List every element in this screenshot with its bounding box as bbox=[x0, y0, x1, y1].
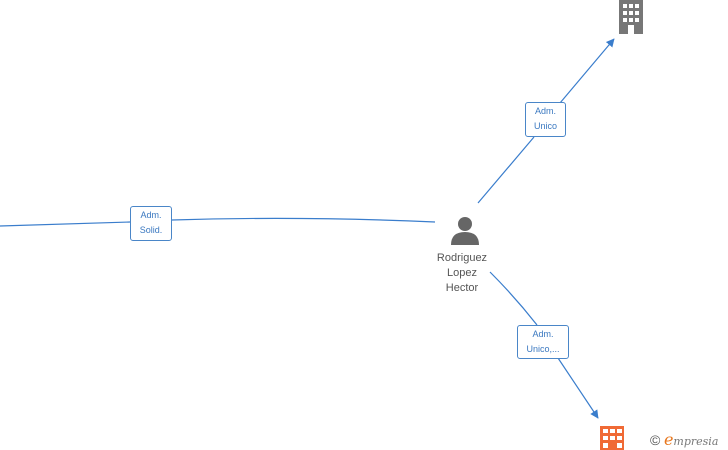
building-icon[interactable] bbox=[614, 0, 648, 34]
edge-label-line: Adm. bbox=[534, 106, 556, 116]
edge-label-line: Adm. bbox=[140, 210, 162, 220]
copyright-symbol: © bbox=[650, 432, 661, 448]
edge-label-line: Adm. bbox=[532, 329, 554, 339]
building-icon[interactable] bbox=[600, 426, 626, 450]
edge-label-adm-unico-2[interactable]: Adm. Unico,... bbox=[517, 325, 569, 359]
edge-label-line: Solid. bbox=[139, 225, 163, 235]
person-name-line: Rodriguez bbox=[436, 252, 488, 264]
edge-line-adm-unico bbox=[477, 39, 614, 204]
edge-label-adm-solid[interactable]: Adm. Solid. bbox=[130, 206, 172, 241]
brand-name: mpresia bbox=[673, 435, 719, 448]
edge-line-adm-unico-2 bbox=[489, 271, 598, 418]
edge-line-adm-solid bbox=[0, 217, 436, 227]
edge-label-line: Unico bbox=[533, 121, 557, 131]
brand-logo: © empresia bbox=[650, 430, 718, 449]
person-name[interactable]: Rodriguez Lopez Hector bbox=[422, 251, 502, 296]
edge-label-adm-unico[interactable]: Adm. Unico bbox=[525, 102, 566, 137]
brand-initial: e bbox=[663, 430, 674, 449]
person-name-line: Lopez bbox=[447, 267, 477, 279]
person-icon[interactable] bbox=[450, 215, 480, 245]
person-name-line: Hector bbox=[445, 282, 479, 294]
edge-label-line: Unico,... bbox=[526, 344, 560, 354]
